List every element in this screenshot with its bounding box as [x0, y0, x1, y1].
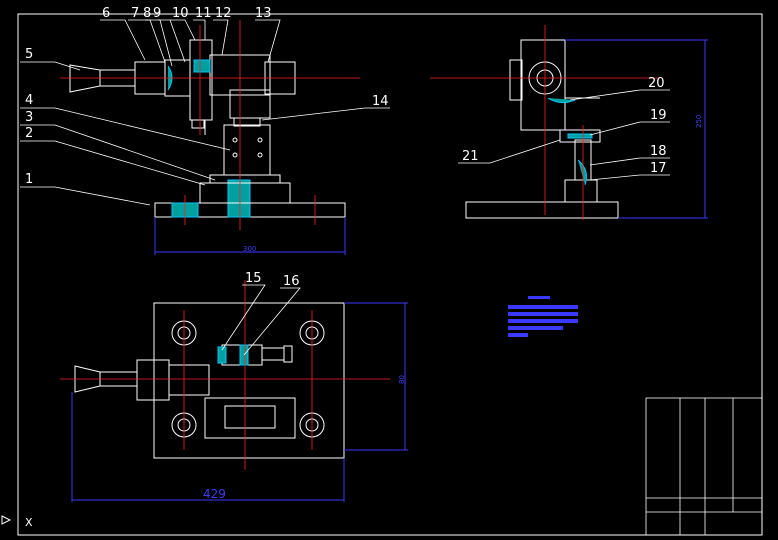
balloon-18: 18 [650, 144, 667, 159]
balloon-12: 12 [215, 6, 232, 21]
ucs-icon [1, 515, 12, 525]
balloon-3: 3 [25, 110, 33, 125]
balloon-21: 21 [462, 149, 479, 164]
side-height-dimension [565, 39, 708, 219]
front-column-section [227, 179, 251, 218]
balloon-6: 6 [102, 6, 110, 21]
front-handle-knob [69, 64, 101, 93]
top-slide-block [204, 397, 296, 439]
front-centerlines [60, 20, 360, 230]
front-view [69, 39, 346, 255]
ucs-x-label: X [25, 516, 33, 529]
top-handle-knob [74, 365, 101, 393]
balloon-19: 19 [650, 108, 667, 123]
front-vertical-slide [189, 39, 213, 121]
balloon-leaders [20, 19, 670, 356]
balloon-16: 16 [283, 274, 300, 289]
side-centerlines [430, 25, 660, 220]
top-dimensions [71, 302, 408, 502]
drawing-border [17, 13, 763, 536]
top-view [74, 302, 345, 459]
top-height-dimension: 80 [398, 375, 406, 384]
balloon-15: 15 [245, 271, 262, 286]
front-column [223, 124, 271, 176]
balloon-9: 9 [153, 6, 161, 21]
balloon-1: 1 [25, 172, 33, 187]
balloon-13: 13 [255, 6, 272, 21]
title-block [645, 397, 763, 536]
side-body [520, 39, 566, 131]
balloon-11: 11 [195, 6, 212, 21]
side-base-plate [465, 201, 619, 219]
balloon-20: 20 [648, 76, 665, 91]
balloon-17: 17 [650, 161, 667, 176]
side-cross-bar [559, 129, 601, 143]
side-foot [564, 179, 598, 203]
top-base-plate [153, 302, 345, 459]
top-housing [168, 364, 210, 396]
front-bracket [229, 89, 271, 119]
top-width-dimension: 429 [203, 487, 226, 501]
balloon-5: 5 [25, 47, 33, 62]
balloon-14: 14 [372, 94, 389, 109]
side-view [465, 39, 619, 219]
side-flange [509, 59, 523, 101]
balloon-10: 10 [172, 6, 189, 21]
balloon-8: 8 [143, 6, 151, 21]
top-clamp-head [136, 359, 170, 401]
side-height-dimension-value: 250 [695, 115, 703, 128]
technical-notes [508, 296, 578, 337]
balloon-2: 2 [25, 126, 33, 141]
front-width-dimension: 300 [243, 245, 256, 253]
balloon-7: 7 [131, 6, 139, 21]
top-centerlines [60, 280, 390, 470]
balloon-4: 4 [25, 93, 33, 108]
